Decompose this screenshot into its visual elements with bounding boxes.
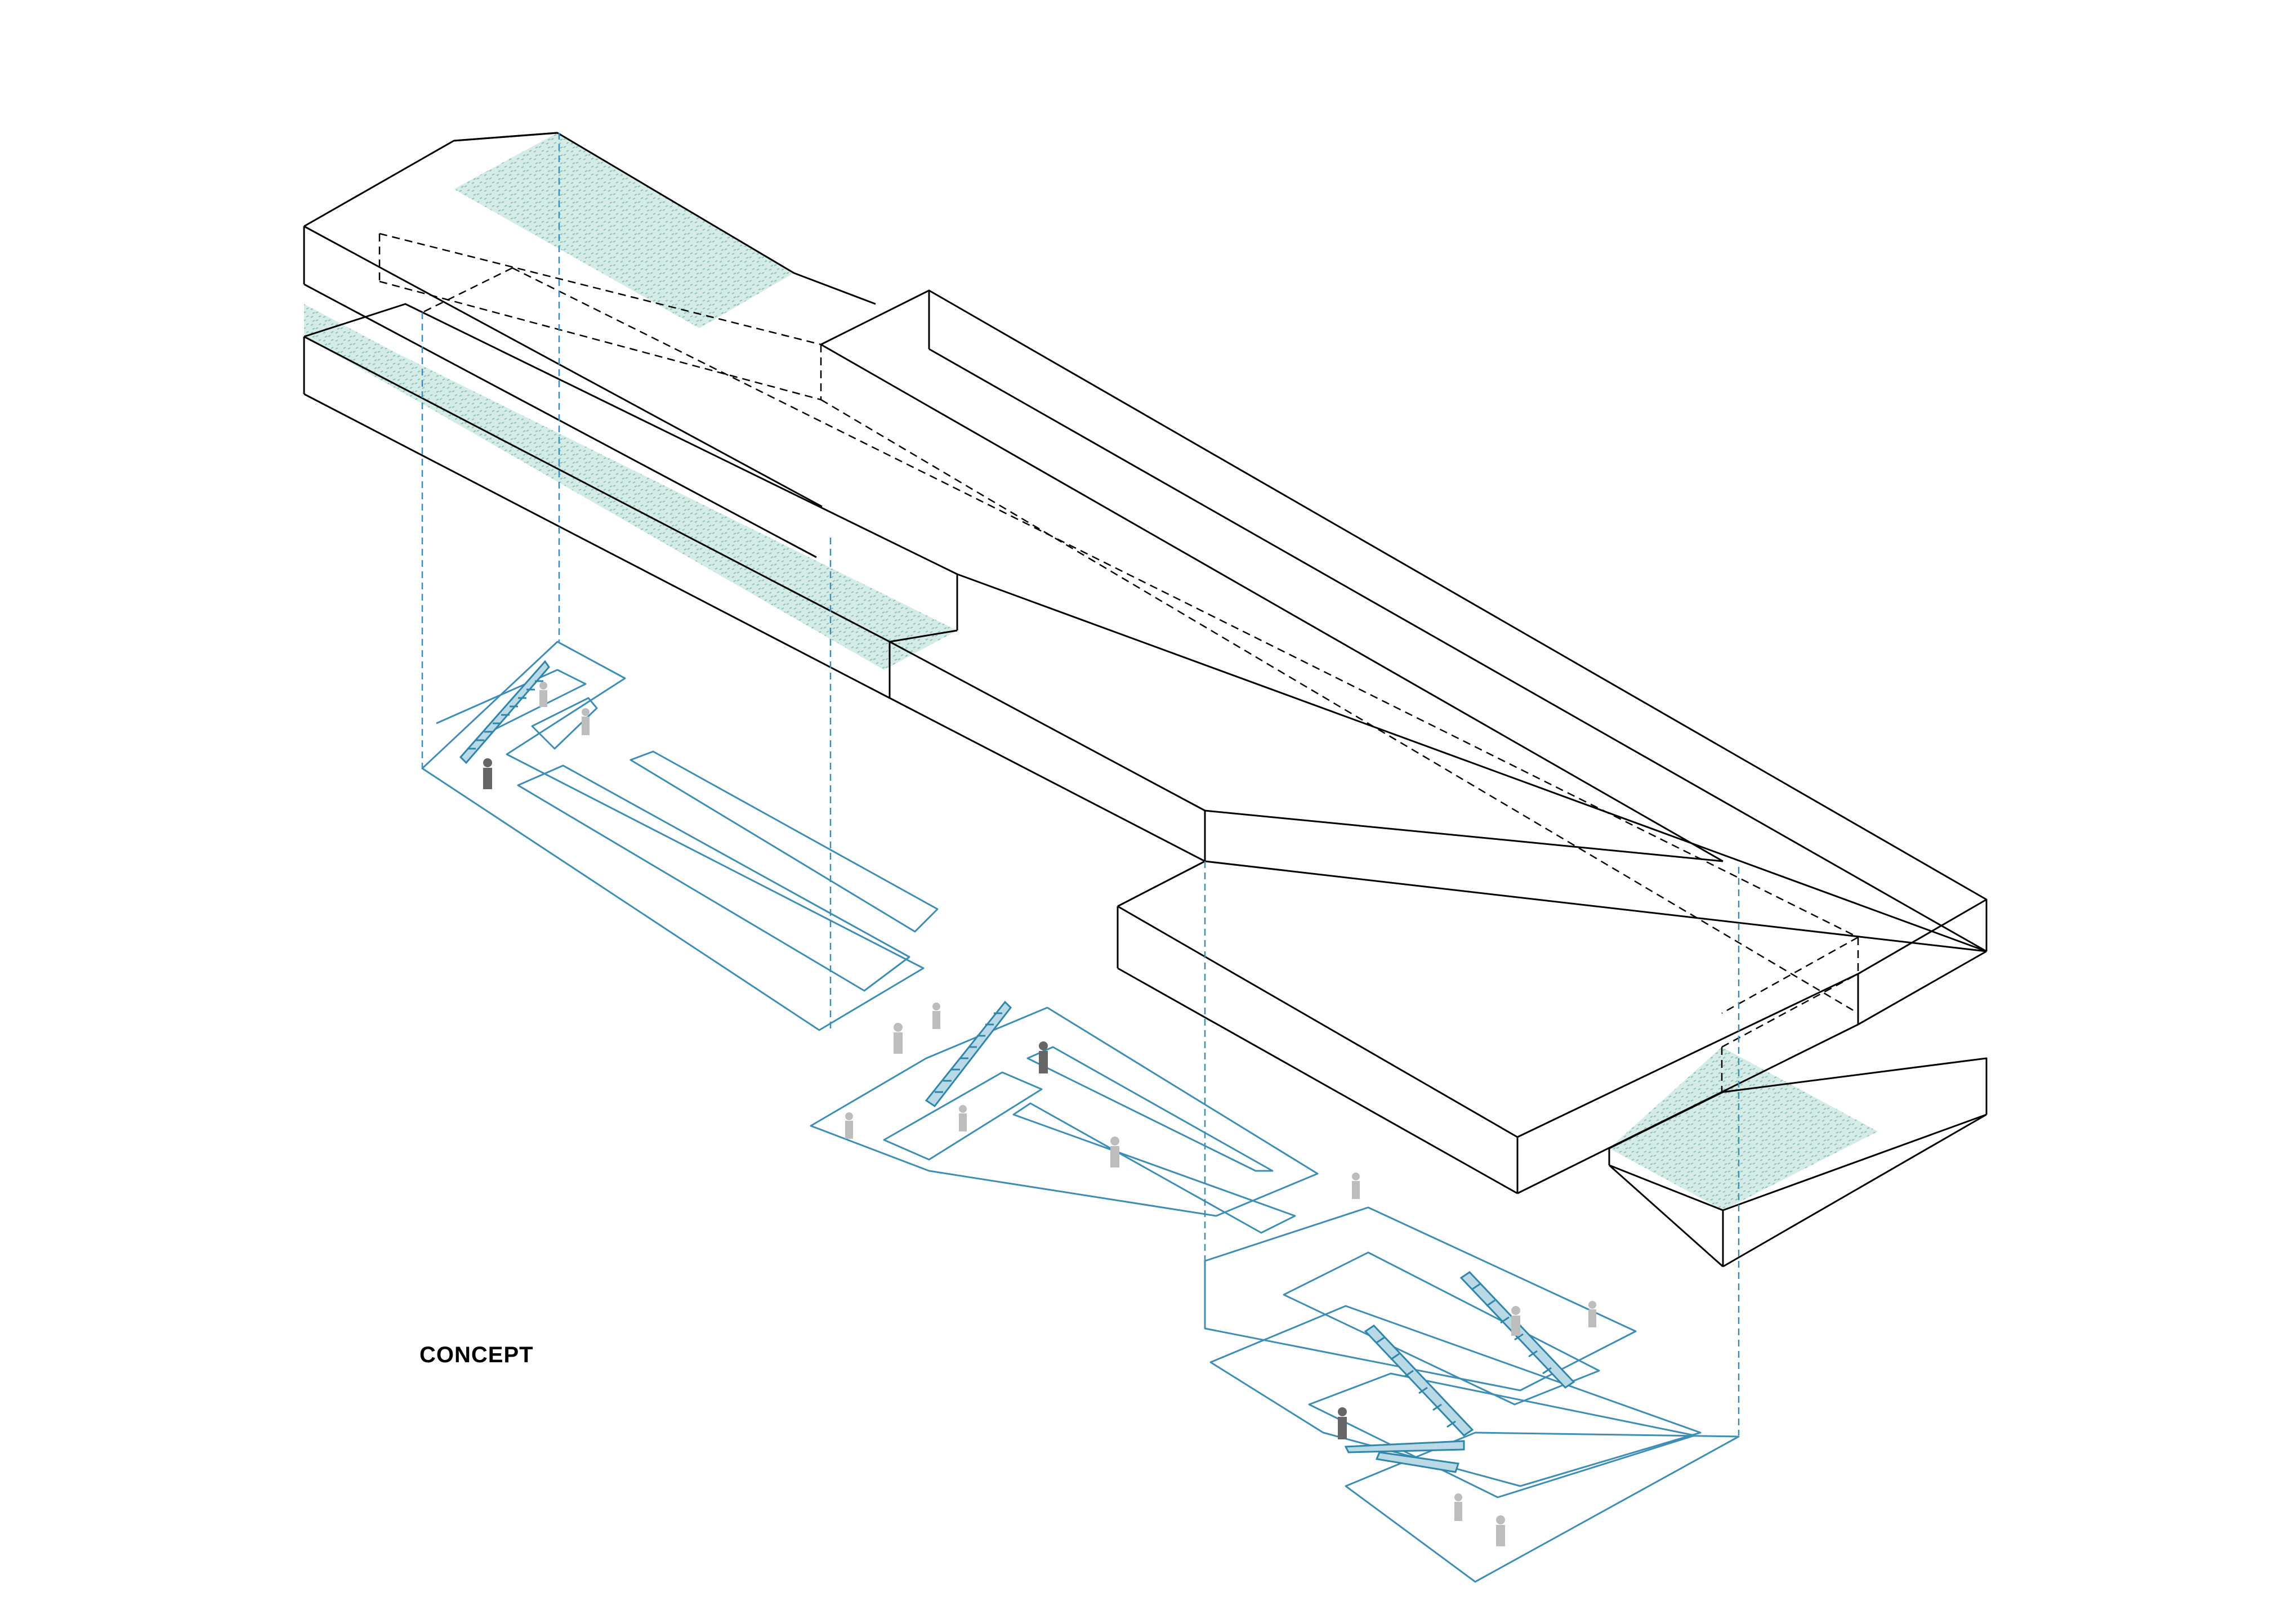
long-lower-block xyxy=(889,573,1987,952)
stairs xyxy=(459,660,1575,1473)
person-figure xyxy=(932,1003,940,1029)
person-figure xyxy=(1338,1407,1347,1439)
green-areas xyxy=(304,133,1878,1210)
plan-middle xyxy=(810,1006,1319,1234)
top-floor-green-strip xyxy=(454,133,794,328)
lower-floor-green-strip xyxy=(304,304,957,670)
right-block-green-area xyxy=(1609,1047,1878,1210)
stair-right-3 xyxy=(1344,1440,1465,1473)
person-figure xyxy=(1511,1306,1520,1336)
person-figure xyxy=(1454,1493,1462,1521)
stair-middle xyxy=(925,1000,1012,1108)
person-figure xyxy=(582,708,590,735)
person-figure xyxy=(1110,1137,1119,1167)
person-figure xyxy=(894,1023,903,1054)
person-figure xyxy=(1352,1173,1360,1199)
floor-plans xyxy=(421,641,1740,1583)
person-figure xyxy=(1496,1515,1505,1546)
plan-left xyxy=(421,641,939,1031)
person-figure xyxy=(959,1105,967,1131)
right-front-block xyxy=(1117,860,1987,1194)
upper-left-block xyxy=(303,132,876,558)
hidden-edges xyxy=(378,232,1859,1092)
long-upper-block xyxy=(820,289,1988,1026)
stair-left xyxy=(459,660,550,764)
person-figure xyxy=(1039,1041,1048,1073)
person-figure xyxy=(539,682,547,707)
stair-right-2 xyxy=(1364,1325,1474,1437)
plan-right xyxy=(1204,1206,1740,1583)
building-volumes xyxy=(303,132,1988,1268)
right-lower-block xyxy=(1608,1057,1988,1268)
person-figure xyxy=(1588,1301,1596,1327)
projection-lines xyxy=(421,133,1740,1435)
person-figure xyxy=(845,1112,853,1139)
diagram-caption: CONCEPT xyxy=(419,1343,534,1367)
person-figure xyxy=(483,758,492,789)
people xyxy=(483,682,1596,1546)
